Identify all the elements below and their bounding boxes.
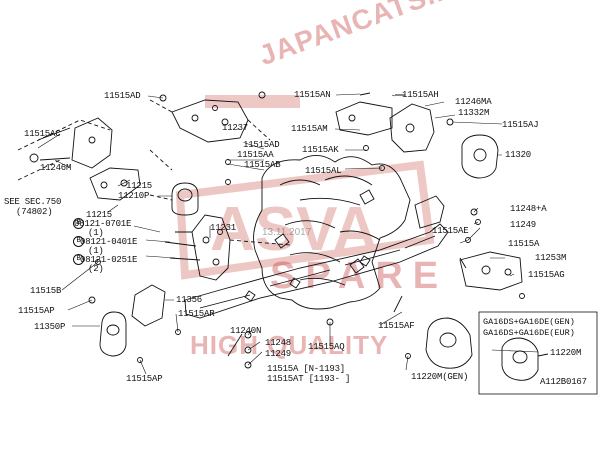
bolts: [88, 91, 525, 369]
box-variant-line-1: GA16DS+GA16DE(GEN): [483, 317, 575, 327]
label-11515AC: 11515AC: [24, 129, 61, 139]
label-11515AE: 11515AE: [432, 226, 469, 236]
label-11356: 11356: [176, 295, 203, 305]
label-11515A-b: 11515A [N-1193]: [267, 364, 346, 374]
label-11515AM: 11515AM: [291, 124, 328, 134]
label-08121-0251E-qty: (2): [88, 264, 104, 274]
label-11320: 11320: [505, 150, 532, 160]
label-11515AR: 11515AR: [178, 309, 215, 319]
label-11515A-r: 11515A: [508, 239, 540, 249]
diagram-code: A112B0167: [540, 377, 587, 387]
insulator-11350P: [99, 311, 127, 357]
label-11215-b: 11215: [86, 210, 113, 220]
engine-block: [253, 155, 411, 310]
bracket-11332M: [389, 103, 435, 153]
label-11248A: 11248+A: [510, 204, 547, 214]
label-11246M: 11246M: [40, 163, 72, 173]
label-11515AH: 11515AH: [402, 90, 439, 100]
bracket-11215: [89, 167, 141, 201]
label-11237: 11237: [222, 123, 249, 133]
label-11515AG: 11515AG: [528, 270, 565, 280]
label-11350P: 11350P: [34, 322, 66, 332]
label-11515AK: 11515AK: [302, 145, 339, 155]
label-08121-0701E: 08121-0701E: [74, 219, 132, 229]
label-11210P: 11210P: [118, 191, 150, 201]
label-11515AD-top: 11515AD: [104, 91, 141, 101]
label-see-sec-ref: (74802): [16, 207, 53, 217]
label-11215-a: 11215: [126, 181, 153, 191]
label-11515AD-mid: 11515AD: [243, 140, 280, 150]
label-11332M: 11332M: [458, 108, 490, 118]
bracket-11237: [171, 99, 249, 143]
bolt-11515AC: [29, 153, 39, 163]
bracket-11356: [131, 284, 166, 327]
label-11515AA: 11515AA: [237, 150, 274, 160]
bracket-11246MA: [335, 101, 393, 136]
label-11515AN: 11515AN: [294, 90, 331, 100]
label-11253M: 11253M: [535, 253, 567, 263]
watermark-slogan: HIGH QUALITY: [190, 330, 389, 360]
insulator-11220M-box: [501, 337, 539, 381]
label-08121-0251E: 08121-0251E: [80, 255, 138, 265]
center-member: [184, 223, 449, 319]
label-11248: 11248: [265, 338, 292, 348]
label-11515AJ: 11515AJ: [502, 120, 539, 130]
label-11515AT: 11515AT [1193- ]: [267, 374, 351, 384]
label-11515B: 11515B: [30, 286, 62, 296]
label-11246MA: 11246MA: [455, 97, 492, 107]
bracket-11246M: [71, 117, 113, 169]
bracket-11231: [191, 214, 231, 281]
b-marker-1: B: [73, 218, 84, 229]
stay-11248: [414, 195, 445, 229]
insulator-11320: [461, 134, 499, 179]
watermark-logo: ASVA: [175, 95, 435, 280]
label-11220M-box: 11220M: [550, 348, 582, 358]
label-11515AL: 11515AL: [305, 166, 342, 176]
b-marker-3: B: [73, 254, 84, 265]
label-11515AB: 11515AB: [244, 160, 281, 170]
label-11515AP-b: 11515AP: [126, 374, 163, 384]
bracket-11253M: [459, 251, 523, 291]
insulator-11210P: [171, 182, 199, 216]
watermark-date: 13.11.2017: [262, 227, 312, 238]
watermark-brand-text: ASVA: [210, 195, 378, 264]
label-11231: 11231: [210, 223, 237, 233]
label-08121-0401E: 08121-0401E: [80, 237, 138, 247]
label-see-sec: SEE SEC.750: [4, 197, 62, 207]
label-11240N: 11240N: [230, 326, 262, 336]
variant-box: [478, 311, 598, 395]
label-11515AF: 11515AF: [378, 321, 415, 331]
label-11515AQ: 11515AQ: [308, 342, 345, 352]
b-marker-2: B: [73, 236, 84, 247]
label-08121-0401E-qty: (1): [88, 246, 104, 256]
label-11249-b: 11249: [265, 349, 292, 359]
label-11515AP-l: 11515AP: [18, 306, 55, 316]
insulator-11220M-gen: [425, 317, 473, 369]
label-11249-r: 11249: [510, 220, 537, 230]
label-08121-0701E-qty: (1): [88, 228, 104, 238]
box-variant-line-2: GA16DS+GA16DE(EUR): [483, 328, 575, 338]
label-11220M-gen: 11220M(GEN): [411, 372, 469, 382]
